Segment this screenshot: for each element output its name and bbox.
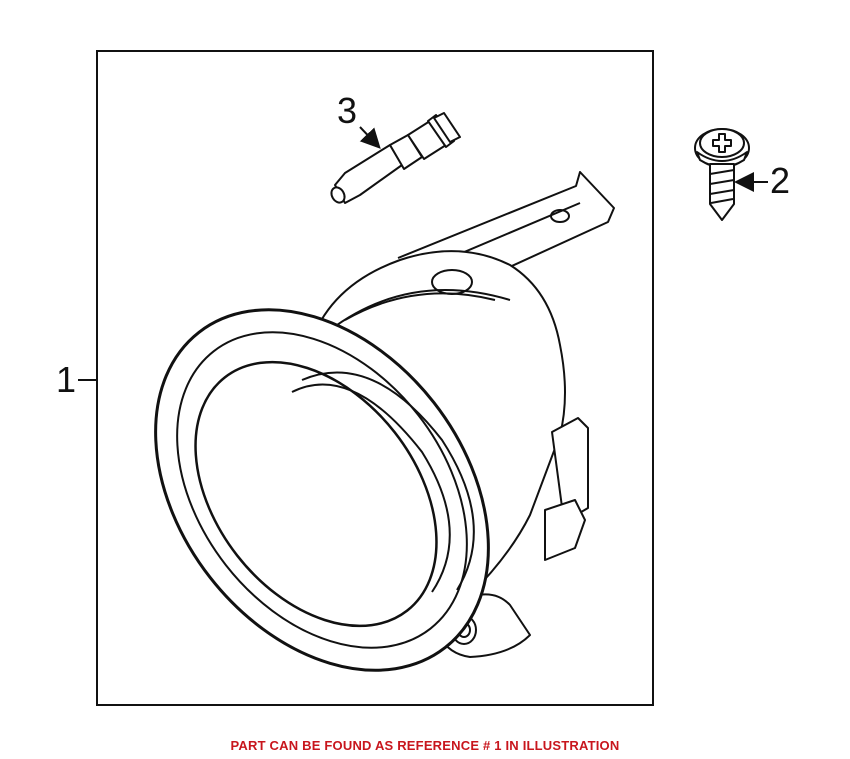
callout-3-leader [359,126,381,149]
fog-lamp-housing-icon [154,171,615,672]
screw-icon [694,128,750,221]
callout-2-label: 2 [770,160,791,201]
reference-caption: PART CAN BE FOUND AS REFERENCE # 1 IN IL… [230,738,620,753]
callout-1-label: 1 [56,359,77,400]
callout-3-label: 3 [337,90,358,131]
assembly-frame [96,50,654,706]
bulb-icon [330,112,461,204]
